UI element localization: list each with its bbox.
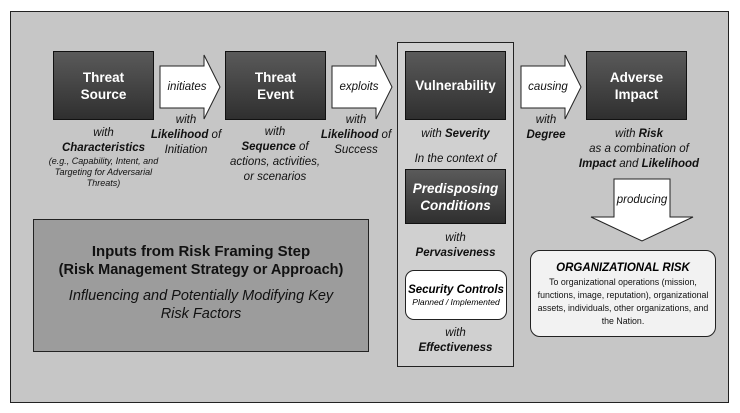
exploits-line2: Success (334, 144, 378, 156)
threat-source-title-line1: Threat (82, 69, 125, 85)
causing-caption: with Degree (516, 113, 576, 143)
predisposing-attr: Pervasiveness (415, 247, 496, 259)
threat-source-caption: with Characteristics (e.g., Capability, … (40, 126, 167, 189)
initiates-attr: Likelihood (150, 129, 209, 141)
exploits-of: of (381, 129, 392, 141)
causing-arrow: causing (520, 54, 582, 120)
organizational-risk-box: ORGANIZATIONAL RISK To organizational op… (530, 250, 716, 337)
risk-framing-sub-line2: Risk Factors (160, 306, 242, 322)
vulnerability-box: Vulnerability (405, 51, 506, 120)
initiates-arrow: initiates (159, 54, 221, 120)
threat-event-with: with (264, 126, 286, 138)
predisposing-with: with (445, 232, 466, 244)
exploits-arrow-shape (331, 54, 393, 120)
adverse-impact-attr2: Impact (578, 158, 616, 170)
threat-event-title-line2: Event (257, 86, 294, 102)
organizational-risk-body-line2: functions, image, reputation), organizat… (537, 290, 709, 300)
security-controls-attr: Effectiveness (418, 342, 493, 354)
adverse-impact-attr3: Likelihood (641, 158, 700, 170)
initiates-caption: with Likelihood of Initiation (146, 113, 226, 158)
exploits-label: exploits (339, 81, 379, 93)
risk-framing-title-line2: (Risk Management Strategy or Approach) (58, 262, 344, 278)
adverse-impact-with: with (615, 128, 636, 140)
producing-arrow: producing (590, 178, 694, 242)
initiates-label: initiates (167, 81, 207, 93)
security-controls-caption: with Effectiveness (398, 326, 513, 356)
adverse-impact-and: and (619, 158, 639, 170)
adverse-impact-line2: as a combination of (589, 143, 689, 155)
threat-source-with: with (93, 127, 114, 139)
threat-event-line4: or scenarios (243, 171, 307, 183)
threat-source-examples-line1: (e.g., Capability, Intent, and (48, 156, 159, 166)
risk-framing-box: Inputs from Risk Framing Step (Risk Mana… (33, 219, 369, 352)
threat-source-examples-line3: Threats) (86, 178, 121, 188)
adverse-impact-attr: Risk (638, 128, 663, 140)
causing-attr: Degree (526, 129, 566, 141)
initiates-of: of (211, 129, 222, 141)
vulnerability-context: In the context of (414, 153, 497, 165)
organizational-risk-body-line3: assets, individuals, other organizations… (537, 303, 709, 313)
security-controls-subtitle: Planned / Implemented (412, 297, 500, 307)
vulnerability-title: Vulnerability (415, 78, 496, 93)
risk-framing-sub-line1: Influencing and Potentially Modifying Ke… (68, 288, 334, 304)
causing-label: causing (528, 81, 568, 93)
organizational-risk-body-line1: To organizational operations (mission, (549, 277, 697, 287)
threat-source-attribute: Characteristics (61, 142, 146, 154)
threat-event-attr: Sequence (241, 141, 296, 153)
predisposing-caption: with Pervasiveness (398, 231, 513, 261)
adverse-impact-title-line1: Adverse (609, 69, 664, 85)
initiates-line2: Initiation (164, 144, 208, 156)
threat-event-of: of (298, 141, 309, 153)
organizational-risk-body-line4: the Nation. (601, 316, 645, 326)
initiates-arrow-shape (159, 54, 221, 120)
threat-event-line3: actions, activities, (229, 156, 321, 168)
threat-event-caption: with Sequence of actions, activities, or… (219, 125, 331, 185)
exploits-attr: Likelihood (320, 129, 379, 141)
vulnerability-with: with (421, 128, 442, 140)
producing-label: producing (616, 194, 668, 206)
predisposing-title-line1: Predisposing (412, 180, 499, 196)
predisposing-title-line2: Conditions (420, 197, 491, 213)
vulnerability-caption: with Severity In the context of (398, 127, 513, 167)
causing-with: with (535, 114, 557, 126)
risk-framing-title-line1: Inputs from Risk Framing Step (91, 243, 311, 260)
security-controls-with: with (445, 327, 466, 339)
exploits-arrow: exploits (331, 54, 393, 120)
exploits-with: with (345, 114, 367, 126)
threat-source-examples-line2: Targeting for Adversarial (54, 167, 153, 177)
threat-event-title-line1: Threat (254, 69, 297, 85)
security-controls-box: Security Controls Planned / Implemented (405, 270, 507, 320)
exploits-caption: with Likelihood of Success (316, 113, 396, 158)
threat-source-title-line2: Source (80, 86, 127, 102)
vulnerability-attr: Severity (444, 128, 490, 140)
causing-arrow-shape (520, 54, 582, 120)
producing-arrow-shape (590, 178, 694, 242)
adverse-impact-caption: with Risk as a combination of Impact and… (565, 127, 713, 172)
security-controls-title: Security Controls (408, 284, 504, 296)
adverse-impact-title-line2: Impact (614, 86, 659, 102)
initiates-with: with (175, 114, 197, 126)
organizational-risk-title: ORGANIZATIONAL RISK (556, 262, 690, 274)
